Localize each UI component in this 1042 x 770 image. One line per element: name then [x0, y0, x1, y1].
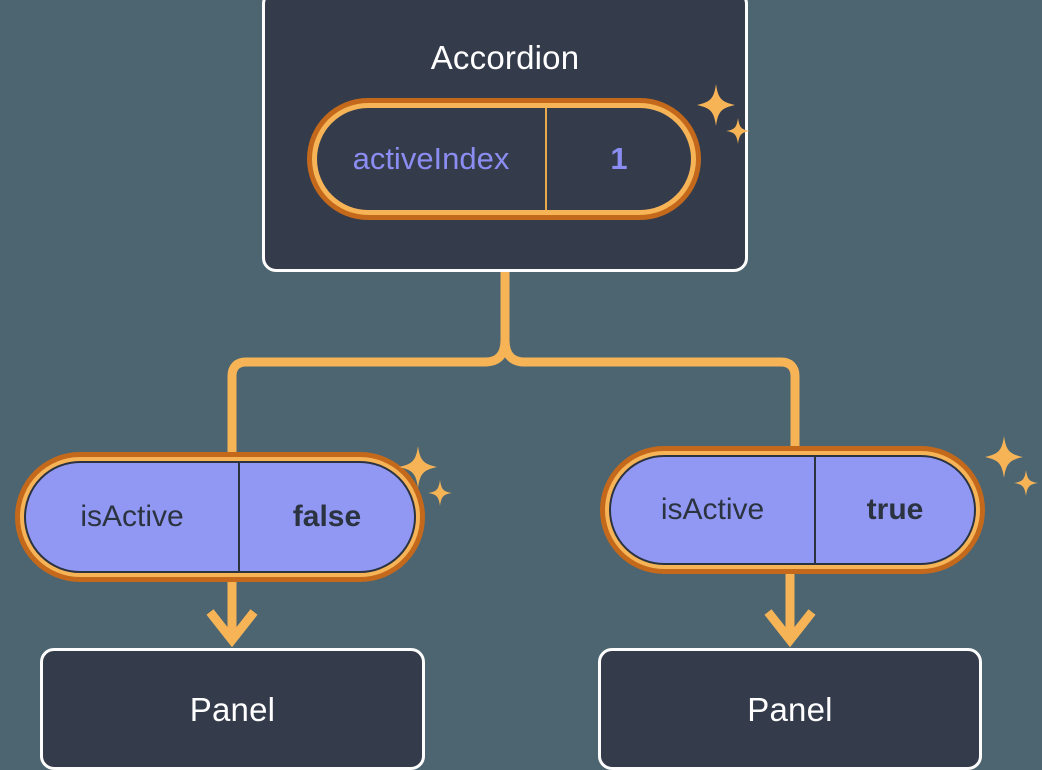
prop-pill-isactive-true[interactable]: isActive true: [600, 446, 985, 574]
prop-value-label: false: [292, 500, 362, 533]
prop-value-label: true: [866, 493, 924, 526]
sparkle-small-icon: [428, 480, 452, 506]
pill-body: isActive false: [24, 461, 416, 573]
prop-key-label: isActive: [611, 457, 816, 563]
edge-branch-bar: [227, 339, 510, 462]
prop-key-label: isActive: [26, 463, 240, 571]
pill-body: isActive true: [609, 455, 976, 565]
sparkle-icon: [985, 436, 1023, 478]
panel-left-title: Panel: [189, 691, 276, 728]
state-pill-activeindex[interactable]: activeIndex 1: [307, 98, 701, 220]
panel-left-node[interactable]: Panel: [40, 648, 425, 770]
sparkle-group-right: [980, 434, 1040, 500]
arrow-down-icon-right: [764, 609, 816, 648]
prop-pill-isactive-false[interactable]: isActive false: [15, 452, 425, 582]
panel-right-node[interactable]: Panel: [598, 648, 982, 770]
pill-body: activeIndex 1: [317, 108, 691, 210]
panel-right-title: Panel: [747, 691, 833, 728]
edge-branch-bar-right: [500, 339, 800, 455]
state-value-label: 1: [610, 141, 628, 176]
state-key-label: activeIndex: [317, 108, 547, 210]
accordion-title: Accordion: [430, 39, 580, 76]
arrow-down-icon-left: [206, 609, 258, 648]
sparkle-small-icon: [1014, 470, 1038, 496]
